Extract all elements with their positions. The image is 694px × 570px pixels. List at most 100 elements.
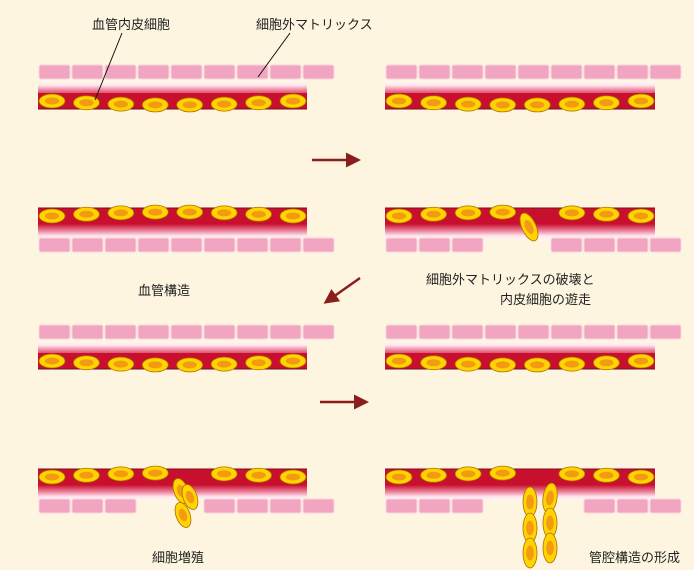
cell-nucleus	[634, 358, 648, 365]
matrix-block	[584, 238, 615, 252]
matrix-block	[138, 65, 169, 79]
step-label-proliferation: 細胞増殖	[152, 547, 204, 566]
endothelial-cell	[39, 470, 65, 484]
cell-nucleus	[565, 470, 579, 477]
cell-nucleus	[565, 101, 579, 108]
matrix-block	[303, 499, 334, 513]
endothelial-cell	[524, 98, 550, 112]
cell-nucleus	[217, 101, 231, 108]
endothelial-cell	[559, 357, 585, 371]
endothelial-cell	[386, 94, 412, 108]
endothelial-cell	[73, 207, 99, 221]
cell-nucleus	[426, 472, 440, 479]
step-label-cell-migration: 内皮細胞の遊走	[500, 289, 591, 308]
cell-nucleus	[496, 101, 510, 108]
matrix-block	[584, 65, 615, 79]
cell-nucleus	[45, 98, 59, 105]
endothelial-cell	[39, 94, 65, 108]
cell-nucleus	[599, 359, 613, 366]
cell-nucleus	[79, 211, 93, 218]
cell-nucleus	[461, 470, 475, 477]
matrix-block	[303, 238, 334, 252]
endothelial-cell	[73, 468, 99, 482]
endothelial-cell	[108, 97, 134, 111]
endothelial-cell	[490, 466, 516, 480]
endothelial-cell	[628, 94, 654, 108]
endothelial-cell	[386, 354, 412, 368]
endothelial-cell	[593, 96, 619, 110]
matrix-block	[303, 325, 334, 339]
cell-nucleus	[79, 472, 93, 479]
cell-nucleus	[183, 361, 197, 368]
endothelial-cell	[386, 470, 412, 484]
cell-nucleus	[114, 361, 128, 368]
endothelial-cell	[593, 356, 619, 370]
matrix-block	[617, 65, 648, 79]
endothelial-cell	[421, 356, 447, 370]
matrix-block	[650, 238, 681, 252]
endothelial-cell	[455, 97, 481, 111]
panel-vessel-structure	[38, 65, 334, 252]
endothelial-cell	[142, 466, 168, 480]
matrix-block	[584, 325, 615, 339]
endothelial-cell	[39, 209, 65, 223]
matrix-block	[237, 65, 268, 79]
matrix-block	[386, 499, 417, 513]
cell-nucleus	[286, 213, 300, 220]
matrix-block	[237, 499, 268, 513]
endothelial-cell	[246, 207, 272, 221]
matrix-block	[419, 325, 450, 339]
cell-nucleus	[634, 213, 648, 220]
cell-nucleus	[599, 472, 613, 479]
matrix-block	[105, 325, 136, 339]
cell-nucleus	[217, 470, 231, 477]
matrix-block	[452, 325, 483, 339]
matrix-block	[237, 325, 268, 339]
cell-nucleus	[526, 521, 534, 536]
matrix-block	[105, 499, 136, 513]
panel-proliferation	[38, 325, 334, 530]
cell-nucleus	[217, 209, 231, 216]
cell-nucleus	[286, 98, 300, 105]
endothelial-cell	[455, 467, 481, 481]
step-label-matrix-degradation: 細胞外マトリックスの破壊と	[426, 269, 595, 288]
matrix-block	[419, 238, 450, 252]
endothelial-cell	[455, 357, 481, 371]
cell-nucleus	[392, 213, 406, 220]
matrix-block	[452, 238, 483, 252]
endothelial-cell	[559, 467, 585, 481]
matrix-block	[386, 325, 417, 339]
cell-nucleus	[546, 516, 554, 531]
cell-nucleus	[426, 211, 440, 218]
endothelial-cell	[211, 206, 237, 220]
cell-nucleus	[251, 99, 265, 106]
matrix-block	[204, 499, 235, 513]
endothelial-cell	[543, 533, 557, 563]
endothelial-cell	[211, 97, 237, 111]
cell-nucleus	[148, 470, 162, 477]
matrix-block	[617, 325, 648, 339]
endothelial-cell	[108, 357, 134, 371]
endothelial-cell	[559, 206, 585, 220]
matrix-block	[650, 325, 681, 339]
matrix-block	[171, 325, 202, 339]
matrix-block	[237, 238, 268, 252]
matrix-block	[39, 499, 70, 513]
matrix-block	[650, 65, 681, 79]
cell-nucleus	[565, 209, 579, 216]
cell-nucleus	[634, 474, 648, 481]
matrix-block	[204, 325, 235, 339]
matrix-block	[650, 499, 681, 513]
endothelial-cell	[490, 98, 516, 112]
matrix-block	[419, 499, 450, 513]
cell-nucleus	[79, 359, 93, 366]
matrix-block	[452, 65, 483, 79]
cell-nucleus	[426, 359, 440, 366]
endothelial-cell	[490, 205, 516, 219]
step-label-lumen-formation: 管腔構造の形成	[589, 547, 680, 566]
matrix-block	[551, 325, 582, 339]
matrix-block	[617, 238, 648, 252]
endothelial-cell	[421, 468, 447, 482]
matrix-block	[386, 238, 417, 252]
matrix-block	[518, 65, 549, 79]
